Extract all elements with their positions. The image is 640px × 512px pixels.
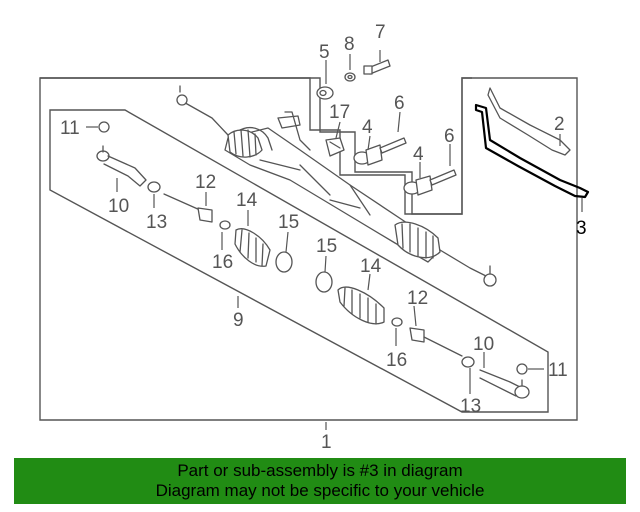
- callout-4-upper: 4: [362, 117, 373, 138]
- part-14-boot-left: [234, 228, 271, 267]
- callout-7: 7: [375, 22, 386, 43]
- part-6-bolt-upper: [379, 137, 407, 154]
- part-11-nut-left: [98, 121, 110, 133]
- assembly-outline-frame: [39, 77, 578, 421]
- callout-1: 1: [321, 432, 332, 453]
- part-17-mount: [325, 137, 345, 157]
- part-10-tie-rod-end-right: [479, 369, 530, 399]
- callout-13-left: 13: [146, 212, 167, 233]
- banner-line-2: Diagram may not be specific to your vehi…: [155, 481, 485, 500]
- callout-2: 2: [554, 114, 565, 135]
- callout-15-right: 15: [316, 236, 337, 257]
- callout-16-right: 16: [386, 350, 407, 371]
- callout-12-right: 12: [407, 288, 428, 309]
- info-banner: Part or sub-assembly is #3 in diagram Di…: [14, 458, 626, 504]
- callout-13-right: 13: [460, 396, 481, 417]
- part-5-bushing: [316, 86, 334, 100]
- part-16-clamp-right: [391, 317, 403, 327]
- callout-16-left: 16: [212, 252, 233, 273]
- callout-5: 5: [319, 42, 330, 63]
- callout-11-left: 11: [60, 118, 80, 139]
- part-3-line: [474, 103, 590, 199]
- part-16-clamp-left: [219, 220, 231, 230]
- part-6-bolt-lower: [429, 169, 457, 186]
- callout-17: 17: [329, 102, 350, 123]
- tie-rod-kit-outline: [49, 109, 549, 413]
- callout-3: 3: [576, 218, 587, 239]
- callout-4-lower: 4: [413, 144, 424, 165]
- callout-10-left: 10: [108, 196, 129, 217]
- banner-line-1: Part or sub-assembly is #3 in diagram: [177, 461, 463, 480]
- part-15-clamp-left: [275, 251, 293, 273]
- callout-9: 9: [233, 310, 244, 331]
- part-7-bolt: [363, 59, 391, 75]
- part-11-nut-right: [516, 363, 528, 375]
- part-2-bracket: [487, 87, 571, 156]
- callout-14-right: 14: [360, 256, 382, 277]
- part-12-inner-rod-left: [163, 193, 213, 223]
- part-14-boot-right: [337, 286, 385, 325]
- part-13-ring-left: [147, 181, 161, 193]
- steering-rack-body: [176, 85, 497, 287]
- part-4-bushing-lower: [403, 175, 433, 196]
- callout-6-upper: 6: [394, 93, 405, 114]
- part-15-clamp-right: [315, 271, 333, 293]
- part-10-tie-rod-end-left: [96, 145, 147, 187]
- part-12-inner-rod-right: [409, 327, 463, 357]
- part-4-bushing-upper: [353, 144, 383, 166]
- part-8-washer: [344, 72, 356, 82]
- part-13-ring-right: [461, 356, 475, 368]
- callout-15-left: 15: [278, 212, 299, 233]
- callout-11-right: 11: [548, 360, 568, 381]
- leader-lines: [86, 50, 583, 430]
- parts-diagram: 7 8 5 17 6 4 6 4 2 3 11 10 13 12 14 16 1…: [39, 22, 590, 453]
- callout-8: 8: [344, 34, 355, 55]
- callout-10-right: 10: [473, 334, 494, 355]
- callout-14-left: 14: [236, 190, 258, 211]
- callout-6-lower: 6: [444, 126, 455, 147]
- callout-12-left: 12: [195, 172, 216, 193]
